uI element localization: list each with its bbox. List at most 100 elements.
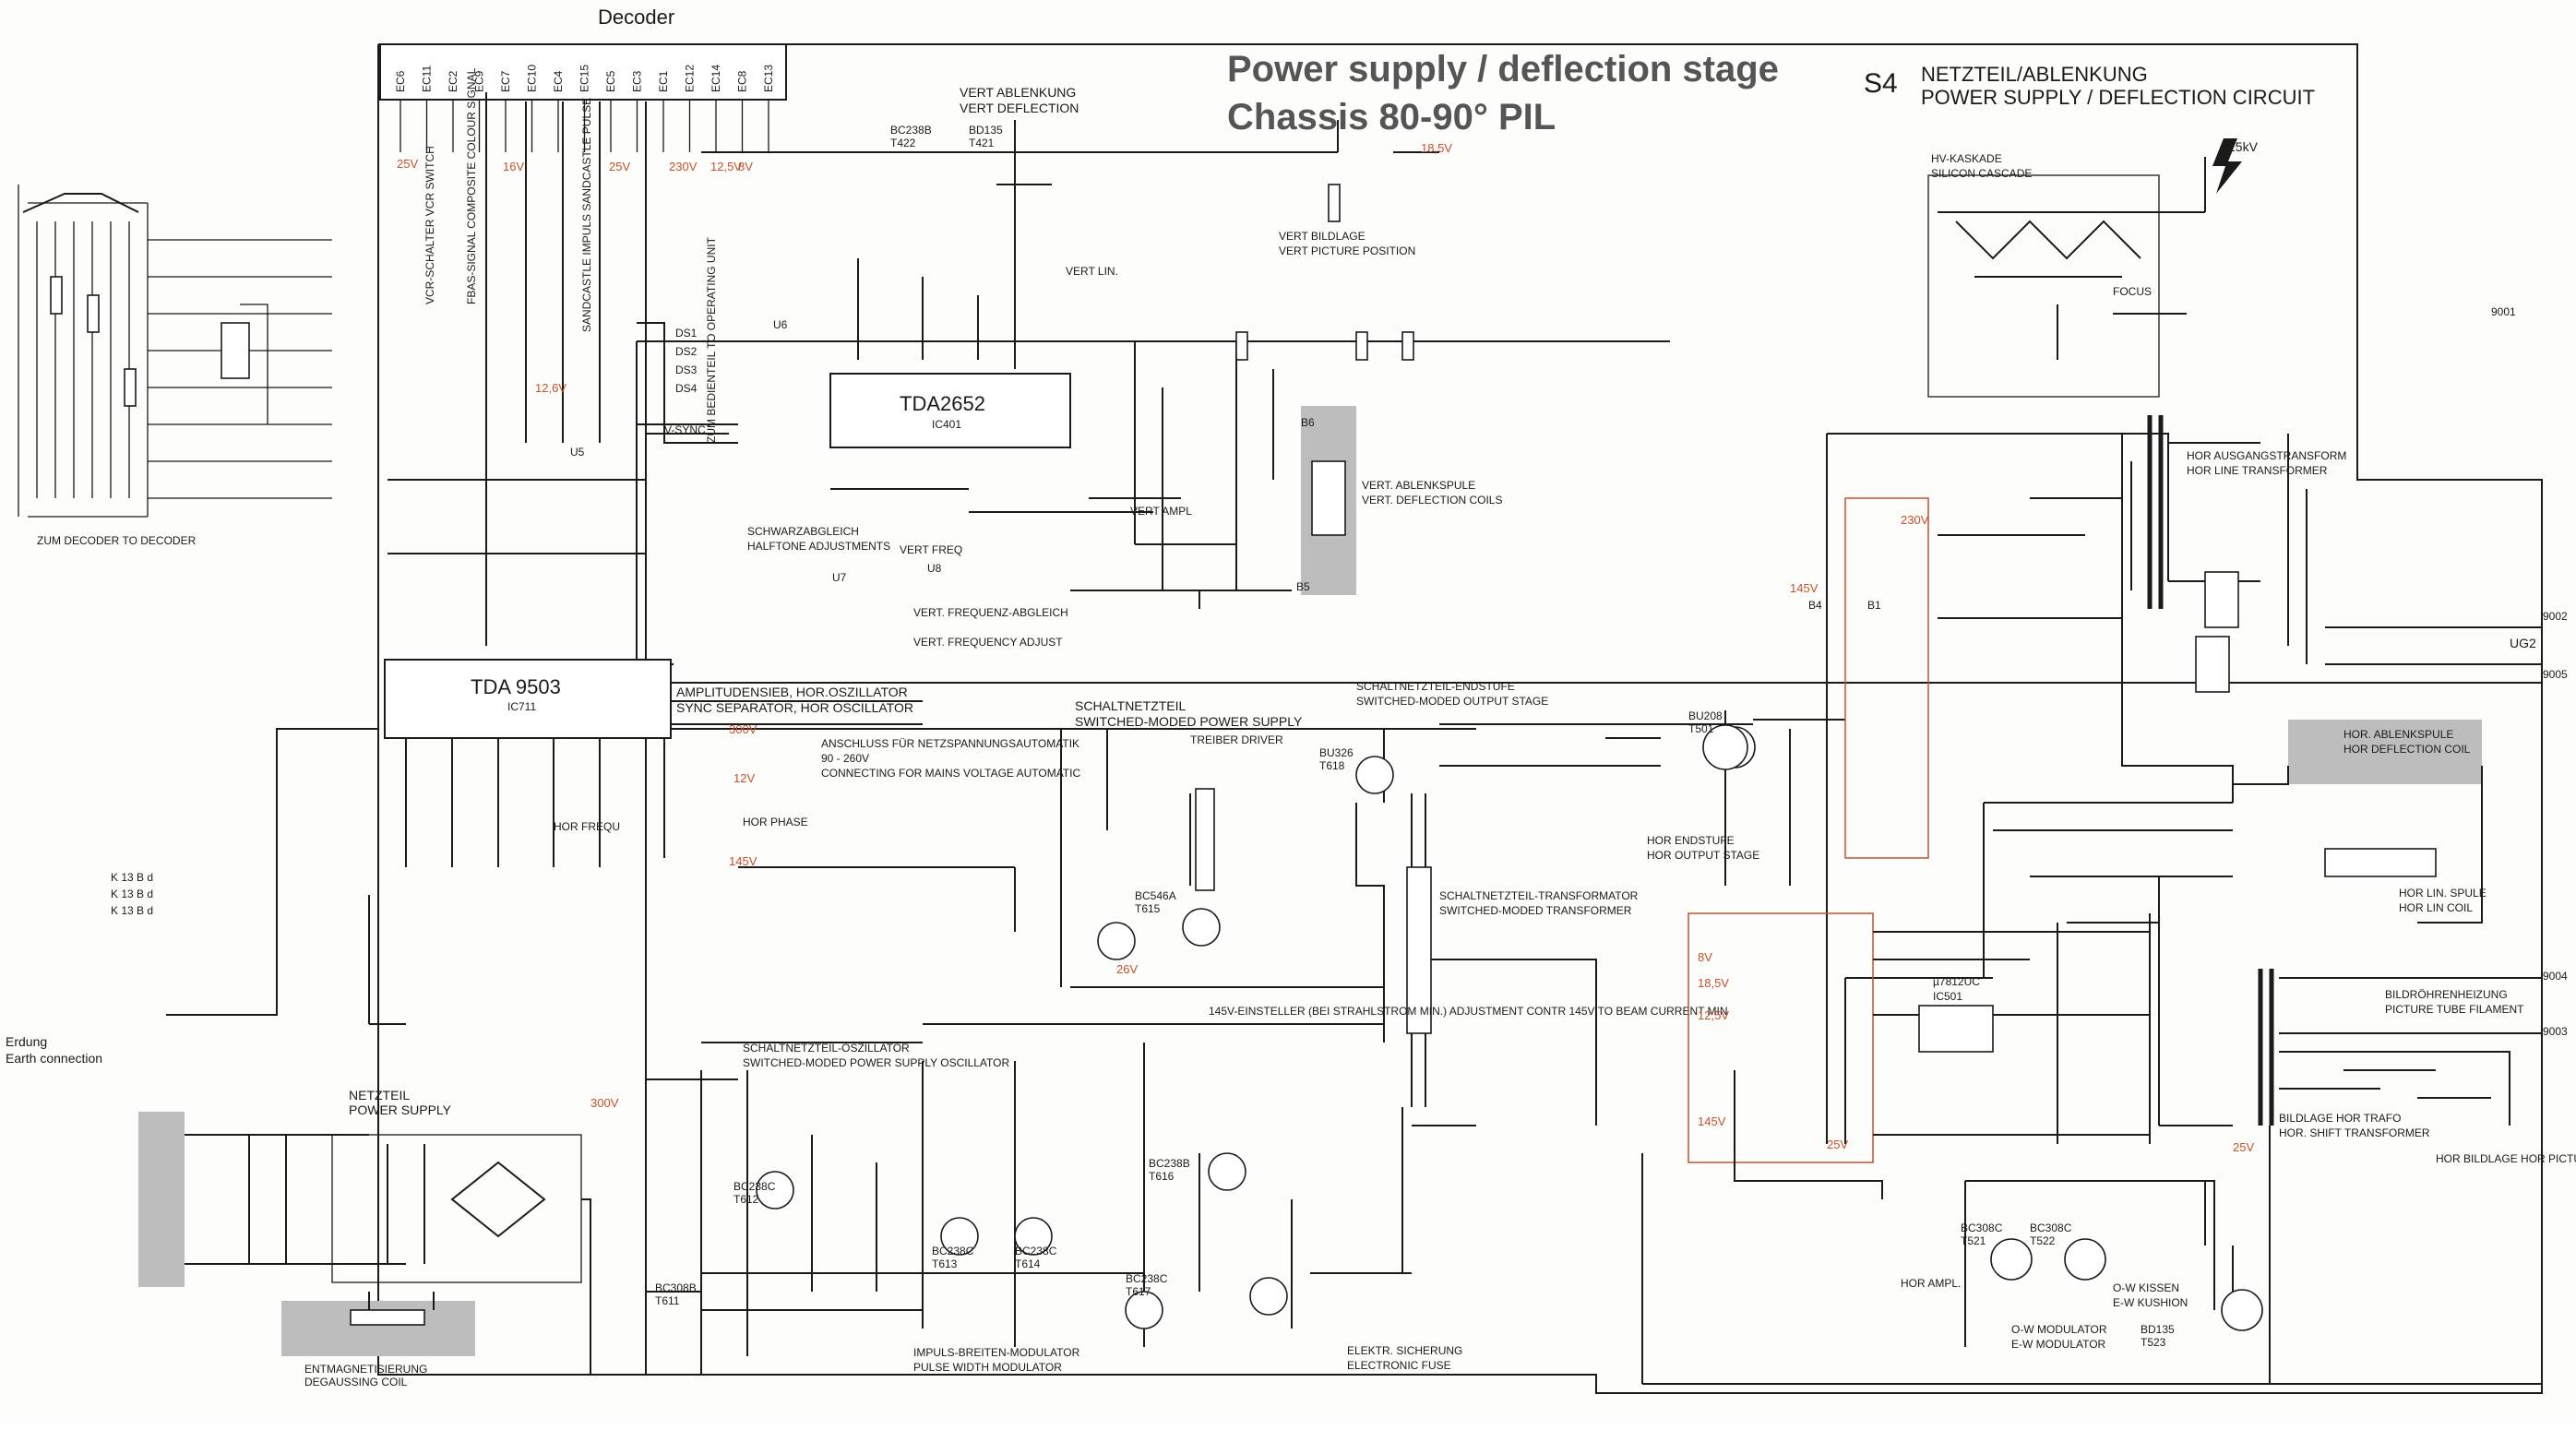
hor-phase-label: HOR PHASE: [743, 816, 808, 828]
sandcastle-label: SANDCASTLE IMPULS SANDCASTLE PULSE: [580, 98, 593, 332]
voltage-tag: 18,5V: [1421, 141, 1452, 155]
earth-en-label: Earth connection: [6, 1051, 102, 1066]
transistor-type-label: BC308B: [655, 1281, 697, 1294]
ew-kiss-en-label: E-W KUSHION: [2113, 1296, 2188, 1309]
regulator-ref: IC501: [1933, 990, 1962, 1003]
k-label: K 13 B d: [111, 904, 153, 917]
transistor-type-label: BC546A: [1135, 889, 1176, 902]
pwm-en-label: PULSE WIDTH MODULATOR: [913, 1361, 1062, 1374]
vert-freq-adj-de-label: VERT. FREQUENZ-ABGLEICH: [913, 606, 1068, 619]
vert-ampl-label: VERT AMPL: [1130, 505, 1192, 518]
output-terminal-9003: 9003: [2543, 1025, 2568, 1038]
degauss-en-label: DEGAUSSING COIL: [304, 1376, 408, 1388]
transistor-type-label: BD135: [969, 124, 1003, 137]
pwm-de-label: IMPULS-BREITEN-MODULATOR: [913, 1346, 1080, 1359]
driver-label: TREIBER DRIVER: [1190, 733, 1283, 746]
ew-mod-de-label: O-W MODULATOR: [2011, 1323, 2107, 1336]
tda9503-ref: IC711: [507, 700, 536, 713]
voltage-tag: 145V: [1790, 581, 1819, 595]
transistor-ref-label: T611: [655, 1294, 680, 1307]
chassis-mark: DS2: [675, 345, 698, 358]
transistor-ref-label: T421: [969, 137, 995, 149]
smps-trafo-en-label: SWITCHED-MODED TRANSFORMER: [1439, 904, 1632, 917]
transistor-ref-label: T613: [932, 1257, 958, 1270]
voltage-tag: 300V: [590, 1096, 619, 1110]
degauss-de-label: ENTMAGNETISIERUNG: [304, 1363, 427, 1376]
mains-auto-range-label: 90 - 260V: [821, 752, 869, 765]
connector-pin-ec6: EC6: [394, 70, 407, 92]
smps-section: [700, 723, 1756, 1375]
transistor-ref-label: T523: [2141, 1336, 2166, 1349]
hor-output-section: [1439, 415, 2542, 1144]
voltage-tag: 25V: [2233, 1140, 2254, 1154]
title-line-1: Power supply / deflection stage: [1227, 49, 1779, 89]
connector-pin-ec1: EC1: [657, 70, 670, 92]
voltage-tag: 8V: [1698, 950, 1712, 964]
hor-coil-shade: [2288, 720, 2482, 784]
vert-deflection-section: [636, 120, 1670, 665]
fuse-de-label: ELEKTR. SICHERUNG: [1347, 1344, 1462, 1357]
voltage-tag: 230V: [669, 160, 698, 173]
decoder-connector: [379, 43, 787, 101]
transistor-labels: BC238BT422BD135T421BC546AT615BU326T618BU…: [655, 124, 2175, 1349]
voltage-tag: 26V: [1116, 962, 1138, 976]
transistor-ref-label: T522: [2030, 1234, 2056, 1247]
connector-pin-ec10: EC10: [526, 65, 539, 92]
output-terminal-9004: 9004: [2543, 970, 2568, 983]
tda9503-desc-1: AMPLITUDENSIEB, HOR.OSZILLATOR: [676, 685, 908, 699]
output-terminal-9002: 9002: [2543, 610, 2568, 623]
voltage-tag: 25V: [397, 157, 418, 171]
chassis-mark: U5: [570, 446, 585, 459]
transistor-ref-label: T617: [1126, 1285, 1151, 1298]
transistor-ref-label: T614: [1015, 1257, 1041, 1270]
k-labels: K 13 B dK 13 B dK 13 B d: [111, 871, 153, 917]
vert-freq-label: VERT FREQ: [900, 543, 962, 556]
connector-pin-ec12: EC12: [684, 65, 697, 92]
chassis-mark: DS1: [675, 327, 698, 340]
ew-mod-en-label: E-W MODULATOR: [2011, 1338, 2106, 1351]
line-trafo-de-label: HOR AUSGANGSTRANSFORM: [2187, 449, 2346, 462]
mains-auto-en-label: CONNECTING FOR MAINS VOLTAGE AUTOMATIC: [821, 767, 1080, 780]
transistor-type-label: BC238C: [733, 1180, 776, 1193]
voltage-tag: 12,5V: [710, 160, 742, 173]
osc-en-label: SWITCHED-MODED POWER SUPPLY OSCILLATOR: [743, 1056, 1009, 1069]
fuse-en-label: ELECTRONIC FUSE: [1347, 1359, 1451, 1372]
hor-lin-coil: [2324, 848, 2437, 877]
vert-pos-en-label: VERT PICTURE POSITION: [1279, 244, 1415, 257]
connector-pin-ec7: EC7: [499, 70, 512, 92]
hv-label: 25kV: [2228, 139, 2259, 154]
chassis-mark: B4: [1808, 599, 1822, 612]
osc-de-label: SCHALTNETZTEIL-OSZILLATOR: [743, 1042, 910, 1055]
smps-out-de-label: SCHALTNETZTEIL-ENDSTUFE: [1356, 680, 1515, 693]
vert-deflection-label: VERT DEFLECTION: [960, 101, 1079, 115]
tda2652-name: TDA2652: [900, 392, 985, 415]
voltage-tag: 8V: [738, 160, 753, 173]
crt-socket-area: [18, 185, 332, 518]
halftone-en-label: HALFTONE ADJUSTMENTS: [747, 540, 890, 553]
tda9503-ic: [384, 659, 672, 739]
vert-coils-de-label: VERT. ABLENKSPULE: [1362, 479, 1475, 492]
vert-ablenkung-label: VERT ABLENKUNG: [960, 85, 1076, 100]
ew-kiss-de-label: O-W KISSEN: [2113, 1281, 2179, 1294]
transistor-type-label: BC238C: [1126, 1272, 1168, 1285]
operating-unit-label: ZUM BEDIENTEIL TO OPERATING UNIT: [705, 236, 718, 443]
vert-coils-en-label: VERT. DEFLECTION COILS: [1362, 494, 1502, 506]
transistor-ref-label: T616: [1149, 1170, 1175, 1183]
mains-auto-de-label: ANSCHLUSS FÜR NETZSPANNUNGSAUTOMATIK: [821, 737, 1079, 750]
vert-lin-label: VERT LIN.: [1066, 265, 1118, 278]
tda2652-ref: IC401: [932, 418, 961, 431]
hor-out-en-label: HOR OUTPUT STAGE: [1647, 849, 1759, 862]
voltage-tag: 145V: [1698, 1114, 1726, 1128]
chassis-mark: U6: [773, 318, 788, 331]
halftone-de-label: SCHWARZABGLEICH: [747, 525, 859, 538]
earth-de-label: Erdung: [6, 1034, 47, 1049]
voltage-tag: 12,6V: [535, 381, 566, 395]
chassis-mark: V-SYNC: [664, 423, 706, 436]
mains-supply: [138, 1112, 591, 1375]
transistor-type-label: BC238B: [1149, 1157, 1190, 1170]
chassis-mark: DS3: [675, 363, 698, 376]
